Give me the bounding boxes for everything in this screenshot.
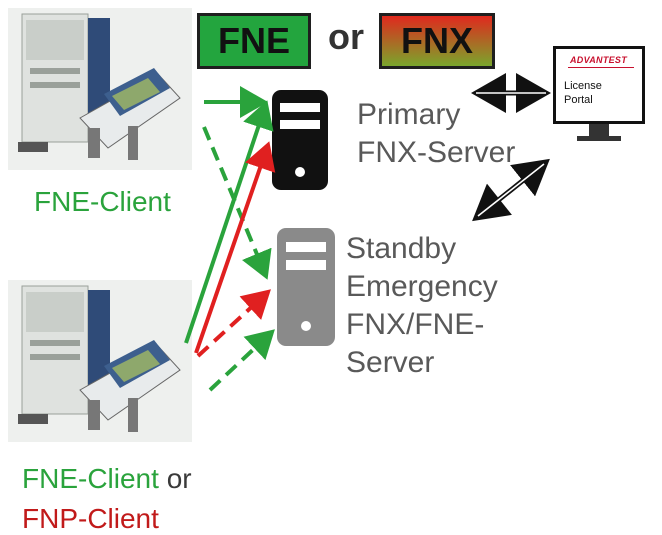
standby-server-label-line1: Standby (346, 232, 457, 265)
license-portal-line2: Portal (564, 94, 593, 106)
fne-fnp-client-machine-image-bottom (8, 280, 192, 442)
primary-server-icon (272, 90, 328, 190)
standby-server-label-line2: Emergency (346, 270, 498, 303)
bottom-client-red-to-primary-arrow (194, 141, 276, 354)
standby-server-label-line3: FNX/FNE- (346, 308, 485, 341)
brand-underline (568, 67, 634, 68)
license-portal-monitor: ADVANTEST License Portal (553, 46, 645, 124)
tester-machine-icon (18, 285, 181, 432)
advantest-logo: ADVANTEST (570, 55, 628, 65)
fnx-badge: FNX (379, 13, 495, 69)
or-text: or (328, 16, 364, 57)
bottom-client-red-to-standby-arrow (196, 289, 271, 358)
monitor-stand (577, 124, 621, 141)
standby-server-icon (277, 228, 335, 346)
fne-badge: FNE (197, 13, 311, 69)
primary-server-label-line1: Primary (357, 98, 461, 131)
bottom-client-green-to-standby-arrow (208, 329, 275, 392)
license-portal-line1: License (564, 80, 602, 92)
fne-client-text: FNE-Client (22, 463, 159, 494)
fnx-badge-label: FNX (401, 20, 473, 61)
fne-badge-label: FNE (218, 20, 290, 61)
top-client-to-standby-arrow (202, 126, 272, 280)
top-client-label: FNE-Client (34, 186, 171, 217)
standby-server-label-line4: Server (346, 346, 435, 379)
license-portal-text: License Portal (564, 79, 602, 107)
or-text-small: or (158, 463, 192, 494)
tester-machine-icon (18, 13, 181, 160)
bottom-client-label-line2: FNP-Client (22, 503, 159, 534)
fne-client-machine-image-top (8, 8, 192, 170)
bottom-client-label-line1: FNE-Client or (22, 463, 192, 495)
